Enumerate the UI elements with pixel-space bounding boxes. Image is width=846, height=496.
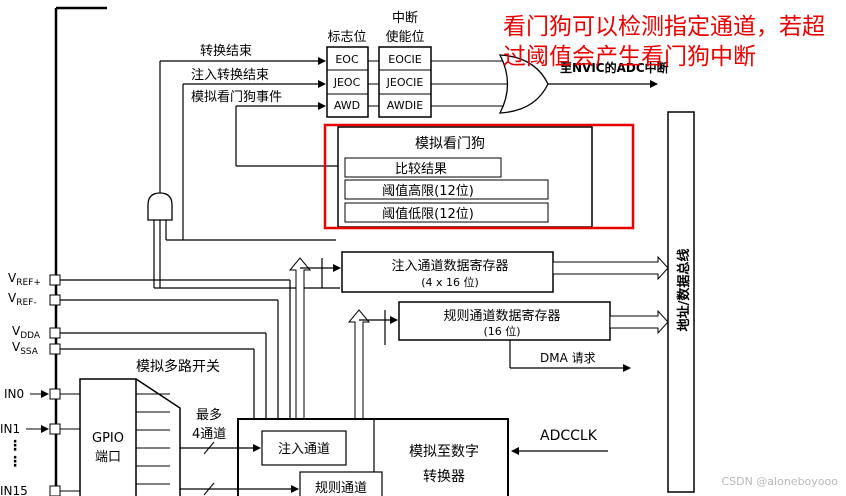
- threshold-low-box: [344, 202, 549, 223]
- event-jeoc: 注入转换结束: [191, 68, 269, 83]
- bus-label: 地址/数据总线: [676, 249, 692, 332]
- pin-vssa: [49, 343, 61, 355]
- injected-reg-title: 注入通道数据寄存器: [391, 258, 508, 274]
- flag-awd: AWD: [334, 99, 360, 112]
- watchdog-title: 模拟看门狗: [415, 136, 485, 152]
- pin-in1: [49, 423, 61, 435]
- in0-label: IN0: [4, 387, 24, 401]
- ie-header-1: 中断: [392, 11, 418, 26]
- compare-result-box: [344, 157, 502, 178]
- event-eoc: 转换结束: [200, 44, 252, 59]
- pin-vdda: [49, 327, 61, 339]
- injected-reg-size: (4 x 16 位): [421, 275, 479, 289]
- watchdog-highlight: [323, 123, 635, 230]
- flag-header: 标志位: [327, 30, 366, 45]
- in1-label: IN1: [0, 422, 20, 436]
- ie-eocie: EOCIE: [388, 53, 422, 66]
- regular-reg-size: (16 位): [483, 324, 520, 338]
- gpio-line1: GPIO: [92, 431, 124, 446]
- regular-data-register: [398, 301, 611, 341]
- flag-jeoc: JEOC: [333, 76, 361, 89]
- compare-result: 比较结果: [395, 162, 447, 177]
- injected-bus-arrow: [552, 255, 669, 281]
- gpio-line2: 端口: [95, 450, 121, 465]
- nvic-label: 至NVIC的ADC中断: [560, 60, 669, 75]
- regular-channel-box: [299, 471, 383, 496]
- max-line1: 最多: [196, 407, 222, 423]
- watchdog-annotation: 看门狗可以检测指定通道，若超过阈值会产生看门狗中断: [503, 14, 825, 70]
- threshold-high: 阈值高限(12位): [382, 183, 474, 199]
- dma-label: DMA 请求: [540, 351, 596, 365]
- bus-slash: [203, 482, 215, 496]
- event-awd: 模拟看门狗事件: [191, 89, 282, 105]
- pin-in15: [49, 485, 61, 496]
- in15-label: IN15: [0, 484, 28, 496]
- pin-vref-plus: [49, 274, 61, 286]
- injected-channel-box: [261, 430, 347, 466]
- gpio-block: [79, 378, 137, 496]
- pin-in0: [49, 388, 61, 400]
- watermark: CSDN @aloneboyooo: [721, 475, 838, 488]
- ie-awdie: AWDIE: [387, 99, 424, 112]
- bus-slash: [203, 441, 215, 455]
- pin-vref-minus: [49, 294, 61, 306]
- injected-path-arrow: [288, 257, 312, 420]
- or-gate: [498, 54, 549, 114]
- injected-channel: 注入通道: [278, 442, 330, 457]
- converter-line1: 模拟至数字: [409, 444, 479, 460]
- converter-line2: 转换器: [423, 468, 465, 485]
- flag-eoc: EOC: [335, 53, 359, 66]
- regular-channel: 规则通道: [315, 481, 367, 496]
- mux-label: 模拟多路开关: [136, 358, 220, 375]
- vdda-main: VDDA: [12, 324, 41, 341]
- adcclk-label: ADCCLK: [540, 428, 598, 444]
- threshold-low: 阈值低限(12位): [382, 206, 474, 222]
- regular-bus-arrow: [609, 309, 669, 335]
- max-line2: 4通道: [192, 427, 226, 442]
- threshold-high-box: [344, 179, 549, 200]
- ie-header-2: 使能位: [385, 29, 424, 45]
- interrupt-enable-register: [378, 46, 432, 118]
- flag-register: [326, 46, 369, 118]
- regular-reg-title: 规则通道数据寄存器: [443, 308, 560, 324]
- mux-outline: [135, 378, 181, 496]
- pins: [49, 274, 61, 496]
- vref-plus-main: VREF+: [8, 271, 41, 288]
- vssa-main: VSSA: [12, 340, 39, 357]
- pin-ellipsis: ⋮: [8, 438, 22, 454]
- injected-data-register: [341, 251, 554, 293]
- and-gate: [147, 192, 173, 221]
- ie-jeocie: JEOCIE: [386, 76, 424, 89]
- pin-ellipsis: ⋮: [8, 454, 22, 470]
- address-data-bus: [667, 111, 695, 493]
- vref-minus-main: VREF-: [8, 291, 37, 308]
